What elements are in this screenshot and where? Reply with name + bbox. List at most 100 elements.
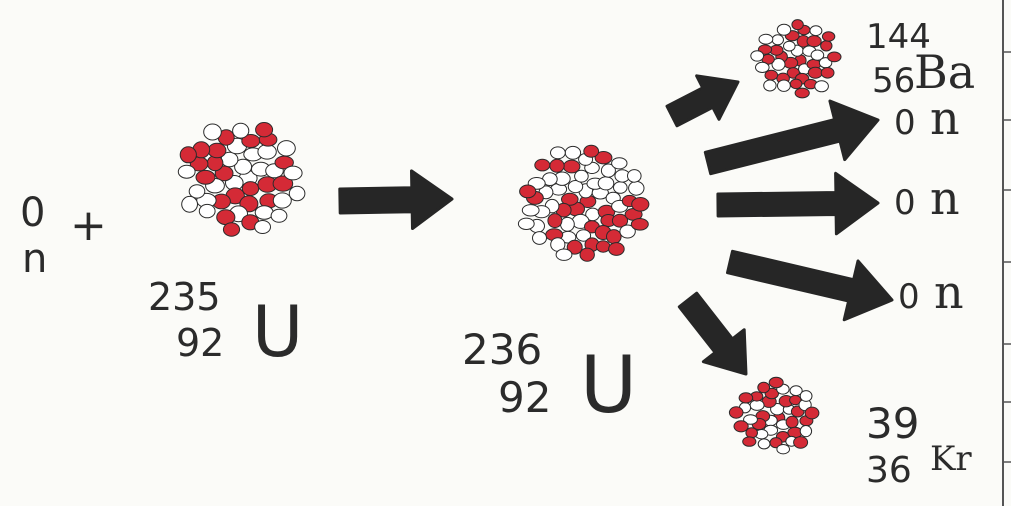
proton [728,406,744,419]
neutron [763,79,777,92]
proton [793,436,809,449]
neutron [777,79,791,92]
neutron [600,163,616,178]
ba-atomic-number: 56 [872,61,915,101]
krypton-label: 39 36 Kr [866,399,972,491]
krypton-nucleus [728,376,820,455]
barium-label: 144 56 Ba [866,17,975,101]
neutron [810,49,825,61]
uranium-235-nucleus [177,122,306,237]
neutron [555,248,573,261]
neutron [627,169,642,183]
proton [179,146,197,164]
u236-symbol: U [580,341,637,431]
neutron [550,146,566,160]
proton [195,169,216,185]
neutron [799,425,813,438]
proton [272,175,294,192]
arrow-to-u236 [338,169,454,230]
uranium-236-nucleus [517,144,650,262]
neutron [613,181,628,194]
neutron [771,34,784,46]
proton [608,242,625,256]
released-neutron-1-mass: 0 [894,103,916,143]
proton [631,197,650,212]
arrow-to-neutron-1 [703,99,880,176]
proton [579,247,595,262]
proton [764,69,779,81]
neutron [611,157,628,170]
proton [742,436,757,447]
neutron [750,50,765,62]
proton [549,158,565,173]
neutron [776,23,792,36]
proton [563,159,581,174]
arrow-to-neutron-3 [726,249,894,322]
proton [827,51,842,63]
neutron [257,144,277,160]
arrow-to-neutron-2 [716,171,880,236]
neutron-symbol: n [22,236,47,282]
proton [519,184,537,199]
proton [757,381,771,394]
released-neutron-3-mass: 0 [898,277,920,317]
u235-symbol: U [252,291,303,373]
neutron [757,438,771,450]
incoming-neutron-label: 0 n + [20,190,107,282]
neutron [809,25,823,37]
neutron [517,217,535,231]
neutron [272,192,292,209]
kr-atomic-number: 36 [866,450,912,491]
neutron [270,208,288,223]
neutron [743,414,758,425]
proton [534,158,551,172]
neutron [628,180,645,196]
neutron [597,176,615,191]
neutron [567,180,584,194]
proton [611,213,629,228]
neutron [277,140,296,157]
proton [733,420,749,433]
neutron [203,123,222,141]
proton [630,218,649,231]
u235-mass-number: 235 [148,275,221,319]
barium-144-nucleus [750,19,842,99]
neutron [532,231,547,245]
proton [547,213,563,229]
proton [794,87,810,99]
neutron [198,203,216,219]
released-neutron-1: 0 n [894,91,960,145]
neutron [755,61,770,74]
proton [821,31,836,42]
uranium-236-label: 236 92 U [462,325,637,431]
arrow-to-krypton [677,291,748,376]
proton [789,78,803,90]
neutron [521,204,540,217]
proton [785,415,799,429]
neutron [283,165,303,181]
neutron [288,185,306,202]
u235-atomic-number: 92 [176,321,224,365]
released-neutron-2-symbol: n [930,171,960,225]
proton [738,392,754,404]
proton [807,66,823,79]
neutron [181,195,199,213]
neutron [758,33,774,45]
proton [791,19,804,31]
uranium-235-label: 235 92 U [148,275,303,373]
kr-symbol: Kr [930,439,972,479]
neutron [771,58,786,71]
neutron [814,80,829,93]
ba-symbol: Ba [914,45,975,99]
proton [820,40,833,52]
proton [594,151,613,165]
neutron [776,444,791,455]
proton [806,35,822,48]
proton [768,376,784,389]
neutron [799,390,813,402]
u236-mass-number: 236 [462,325,542,374]
neutron [254,205,274,220]
plus-sign: + [70,200,107,251]
neutron [619,224,636,239]
